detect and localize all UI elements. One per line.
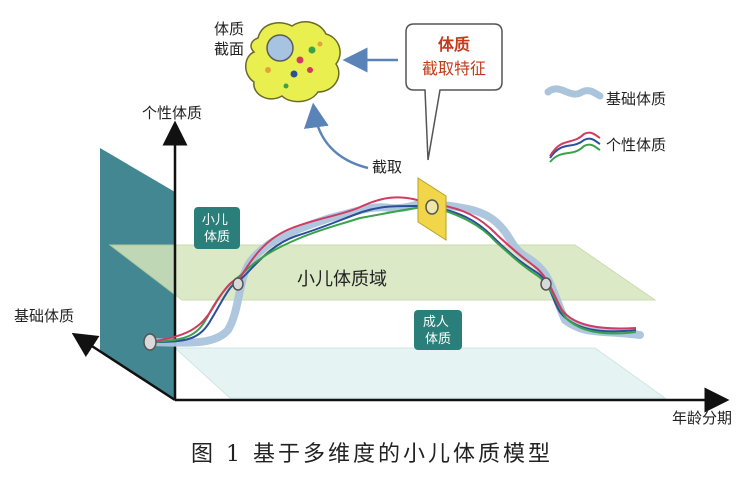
adult-badge-line1: 成人	[423, 315, 449, 330]
child-constitution-badge	[194, 207, 240, 249]
legend-individual-blue	[549, 137, 601, 159]
vertical-axis-label: 个性体质	[142, 104, 202, 122]
domain-label: 小儿体质域	[297, 269, 387, 290]
figure-caption: 图 1 基于多维度的小儿体质模型	[191, 442, 553, 467]
start-point-marker	[143, 333, 157, 351]
cross-section-label-line2: 截面	[214, 40, 244, 58]
floor-plane	[173, 347, 667, 399]
cross-section-label: 体质 截面	[214, 20, 249, 58]
depth-axis	[71, 332, 176, 402]
legend-base-line	[544, 85, 604, 100]
adult-badge-line2: 体质	[425, 332, 451, 347]
legend-base-label: 基础体质	[606, 90, 666, 108]
constitution-model-diagram: 个性体质 年龄分期 基础体质 体质 截面 体质 截取特征 截取 基础体质 个性体…	[14, 20, 732, 427]
legend-individual-green	[549, 143, 601, 163]
legend-individual-red	[549, 131, 601, 157]
cut-label: 截取	[372, 158, 402, 176]
individual-curve-red	[149, 196, 637, 343]
cross-section-label-line1: 体质	[214, 20, 244, 38]
feature-callout-bubble	[405, 23, 503, 161]
child-badge-line2: 体质	[204, 230, 230, 245]
adult-badge-label: 成人 体质	[423, 315, 453, 347]
cut-plate-hole	[425, 199, 439, 215]
base-constitution-wall	[100, 148, 175, 400]
adult-constitution-badge	[414, 310, 462, 350]
child-end-marker	[540, 277, 552, 291]
horizontal-axis-label: 年龄分期	[672, 409, 732, 427]
child-badge-line1: 小儿	[202, 213, 228, 228]
child-start-marker	[232, 277, 244, 291]
callout-title: 体质	[438, 35, 470, 54]
depth-axis-label: 基础体质	[14, 307, 74, 325]
child-badge-label: 小儿 体质	[202, 213, 232, 245]
legend-individual-label: 个性体质	[606, 136, 666, 154]
callout-subtitle: 截取特征	[422, 59, 486, 78]
cut-arrow	[303, 102, 369, 170]
constitution-cross-section-cell	[245, 21, 341, 103]
